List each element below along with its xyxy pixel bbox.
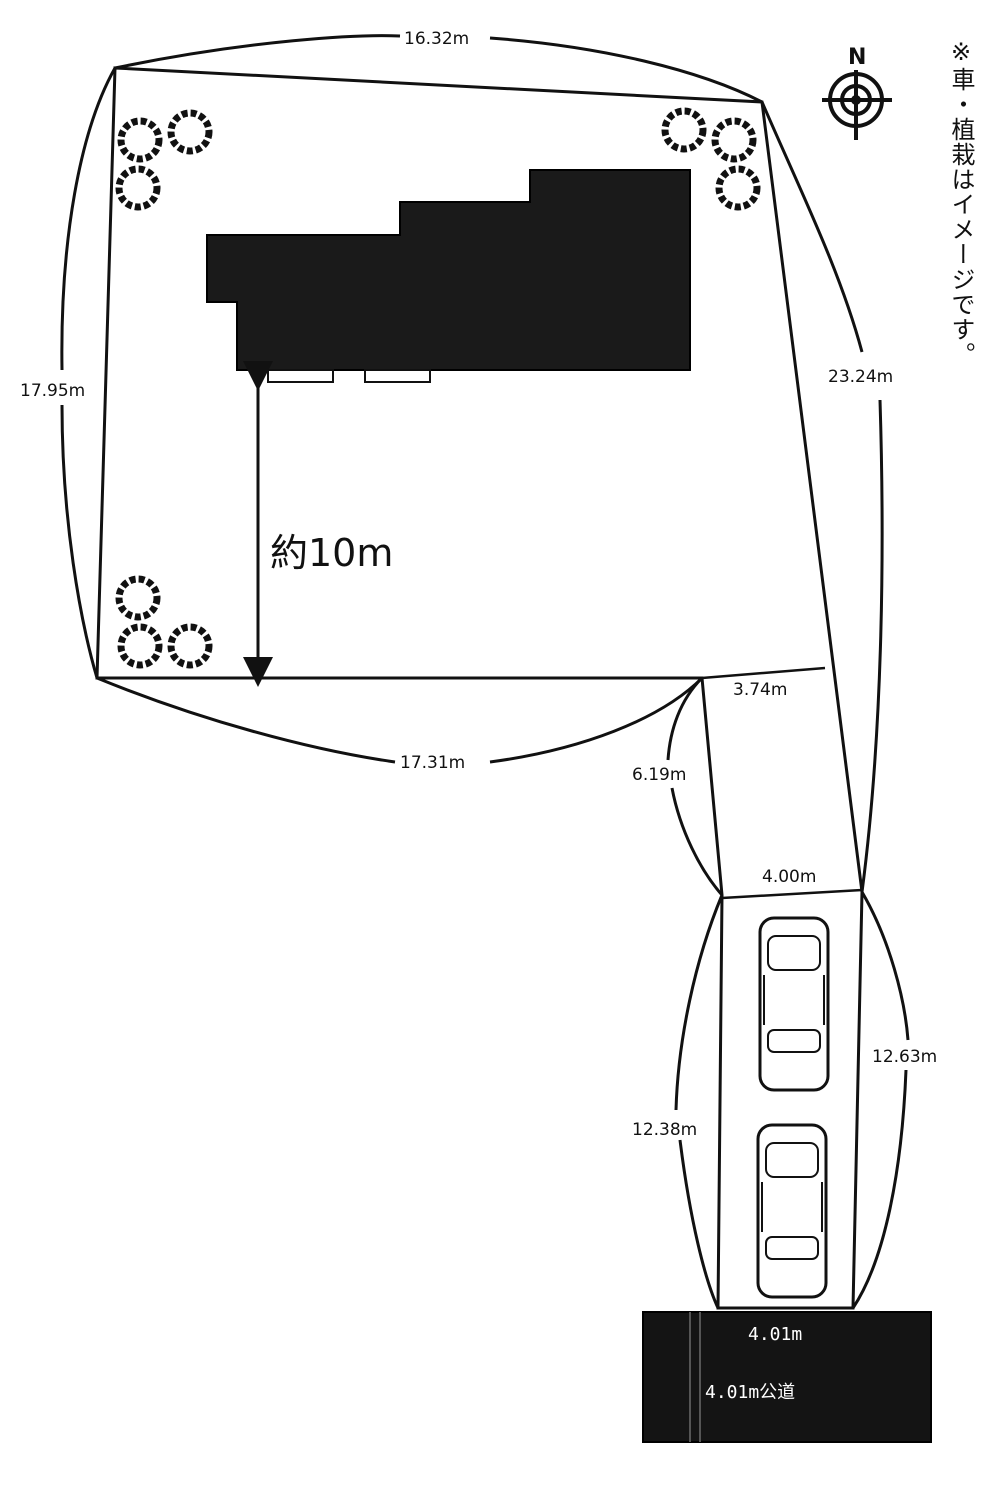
tree-icon — [711, 117, 757, 163]
label-top: 16.32m — [404, 29, 469, 49]
tree-icon — [117, 623, 163, 669]
tree-icon — [715, 165, 761, 211]
label-flag-width: 4.00m — [762, 867, 816, 887]
label-left: 17.95m — [20, 381, 85, 401]
label-bottom: 17.31m — [400, 753, 465, 773]
car-icon — [758, 916, 830, 1092]
house-step-left — [267, 369, 334, 383]
tree-group-bottom-left — [115, 575, 213, 669]
label-road-width: 4.01m — [748, 1324, 802, 1345]
tree-icon — [115, 165, 161, 211]
dim-arc-top — [114, 34, 763, 104]
label-right: 23.24m — [828, 367, 893, 387]
compass-icon — [822, 70, 892, 140]
label-road: 4.01m公道 — [705, 1382, 795, 1403]
label-drive-left: 12.38m — [632, 1120, 697, 1140]
label-approx-depth: 約10m — [270, 531, 393, 575]
tree-icon — [661, 107, 707, 153]
label-flag-top: 3.74m — [733, 680, 787, 700]
dim-arc-flag-diag — [666, 676, 724, 896]
tree-icon — [167, 109, 213, 155]
tree-group-top-left — [115, 109, 213, 211]
car-icon — [756, 1123, 828, 1299]
dim-arc-drive-right — [851, 891, 910, 1309]
tree-group-top-right — [661, 107, 761, 211]
label-flag-diag: 6.19m — [632, 765, 686, 785]
compass-north-label: N — [848, 45, 866, 70]
flagpole-line-width — [721, 888, 863, 900]
image-note: ※車・植栽はイメージです。 — [947, 38, 975, 367]
label-drive-right: 12.63m — [872, 1047, 937, 1067]
dim-arc-bottom — [96, 676, 704, 764]
house-step-right — [364, 369, 431, 383]
house-footprint — [206, 169, 691, 371]
dim-arc-left — [60, 67, 117, 679]
dim-arc-drive-left — [674, 894, 724, 1309]
tree-icon — [115, 575, 161, 621]
flagpole-line-top — [701, 666, 826, 680]
tree-icon — [117, 117, 163, 163]
tree-icon — [167, 623, 213, 669]
dim-arc-right — [760, 101, 884, 893]
